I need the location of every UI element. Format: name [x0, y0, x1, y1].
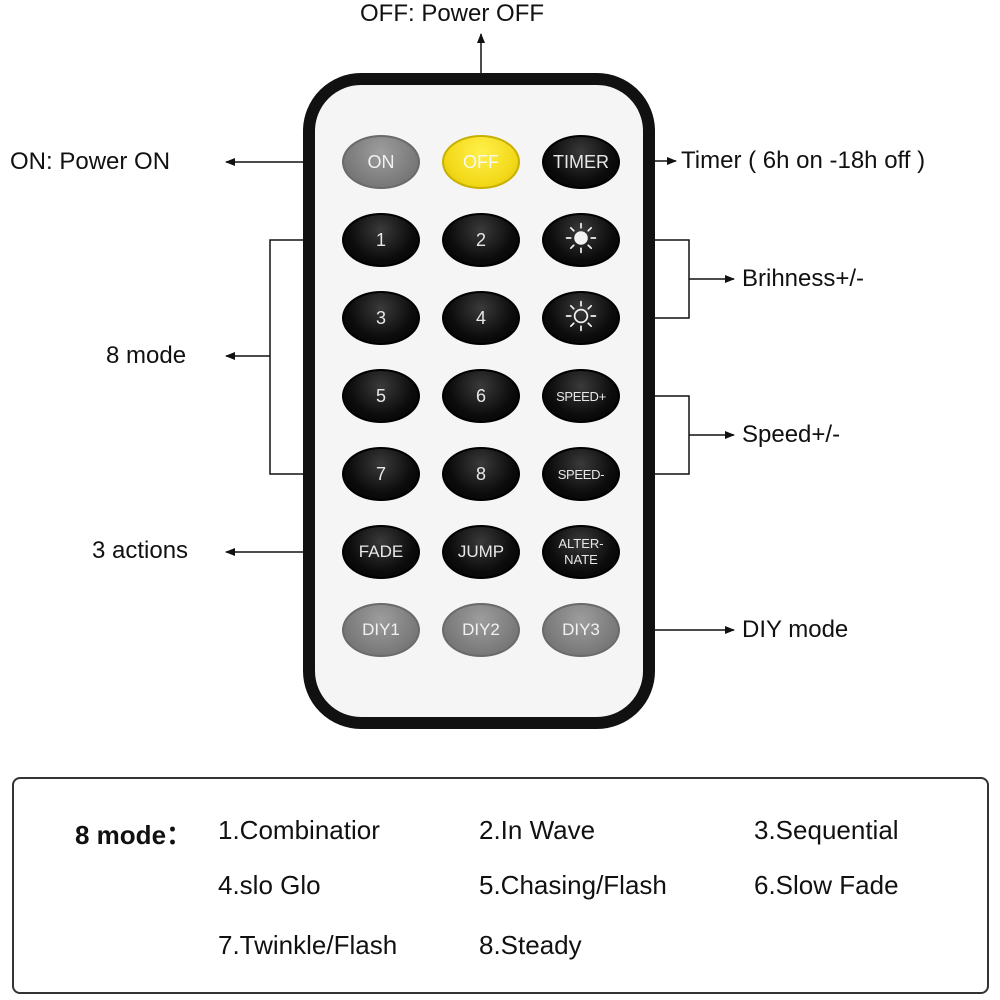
legend-item: 6.Slow Fade [754, 870, 899, 900]
brightness-down-button[interactable] [542, 291, 620, 345]
mode-7-button[interactable]: 7 [342, 447, 420, 501]
legend-heading: 8 mode： [75, 820, 193, 850]
mode-2-button[interactable]: 2 [442, 213, 520, 267]
speed-annotation: Speed+/- [742, 421, 841, 448]
mode-6-button[interactable]: 6 [442, 369, 520, 423]
mode-annotation: 8 mode [106, 342, 187, 369]
on-button[interactable]: ON [342, 135, 420, 189]
timer-button[interactable]: TIMER [542, 135, 620, 189]
diy-annotation: DIY mode [742, 616, 849, 643]
diy1-button[interactable]: DIY1 [342, 603, 420, 657]
legend-item: 4.slo Glo [218, 870, 321, 900]
speed-down-button[interactable]: SPEED- [542, 447, 620, 501]
off-annotation: OFF: Power OFF [360, 0, 545, 27]
sun-filled-icon [564, 221, 598, 260]
timer-annotation: Timer ( 6h on -18h off ) [681, 147, 926, 174]
alternate-button[interactable]: ALTER- NATE [542, 525, 620, 579]
sun-outline-icon [564, 299, 598, 338]
legend-item: 1.Combinatior [218, 815, 380, 845]
legend-item: 7.Twinkle/Flash [218, 930, 398, 960]
mode-1-button[interactable]: 1 [342, 213, 420, 267]
speed-up-button[interactable]: SPEED+ [542, 369, 620, 423]
diy2-button[interactable]: DIY2 [442, 603, 520, 657]
mode-8-button[interactable]: 8 [442, 447, 520, 501]
legend-item: 8.Steady [479, 930, 582, 960]
alternate-label-line2: NATE [564, 552, 598, 567]
diy3-button[interactable]: DIY3 [542, 603, 620, 657]
on-annotation: ON: Power ON [10, 148, 171, 175]
mode-5-button[interactable]: 5 [342, 369, 420, 423]
legend-item: 2.In Wave [479, 815, 596, 845]
brightness-up-button[interactable] [542, 213, 620, 267]
jump-button[interactable]: JUMP [442, 525, 520, 579]
off-button[interactable]: OFF [442, 135, 520, 189]
alternate-label-line1: ALTER- [558, 536, 604, 551]
brightness-annotation: Brihness+/- [742, 265, 865, 292]
legend-item: 3.Sequential [754, 815, 899, 845]
actions-annotation: 3 actions [92, 537, 189, 564]
mode-legend: 8 mode： 1.Combinatior 2.In Wave 3.Sequen… [12, 777, 989, 994]
legend-item: 5.Chasing/Flash [479, 870, 667, 900]
mode-4-button[interactable]: 4 [442, 291, 520, 345]
fade-button[interactable]: FADE [342, 525, 420, 579]
mode-3-button[interactable]: 3 [342, 291, 420, 345]
